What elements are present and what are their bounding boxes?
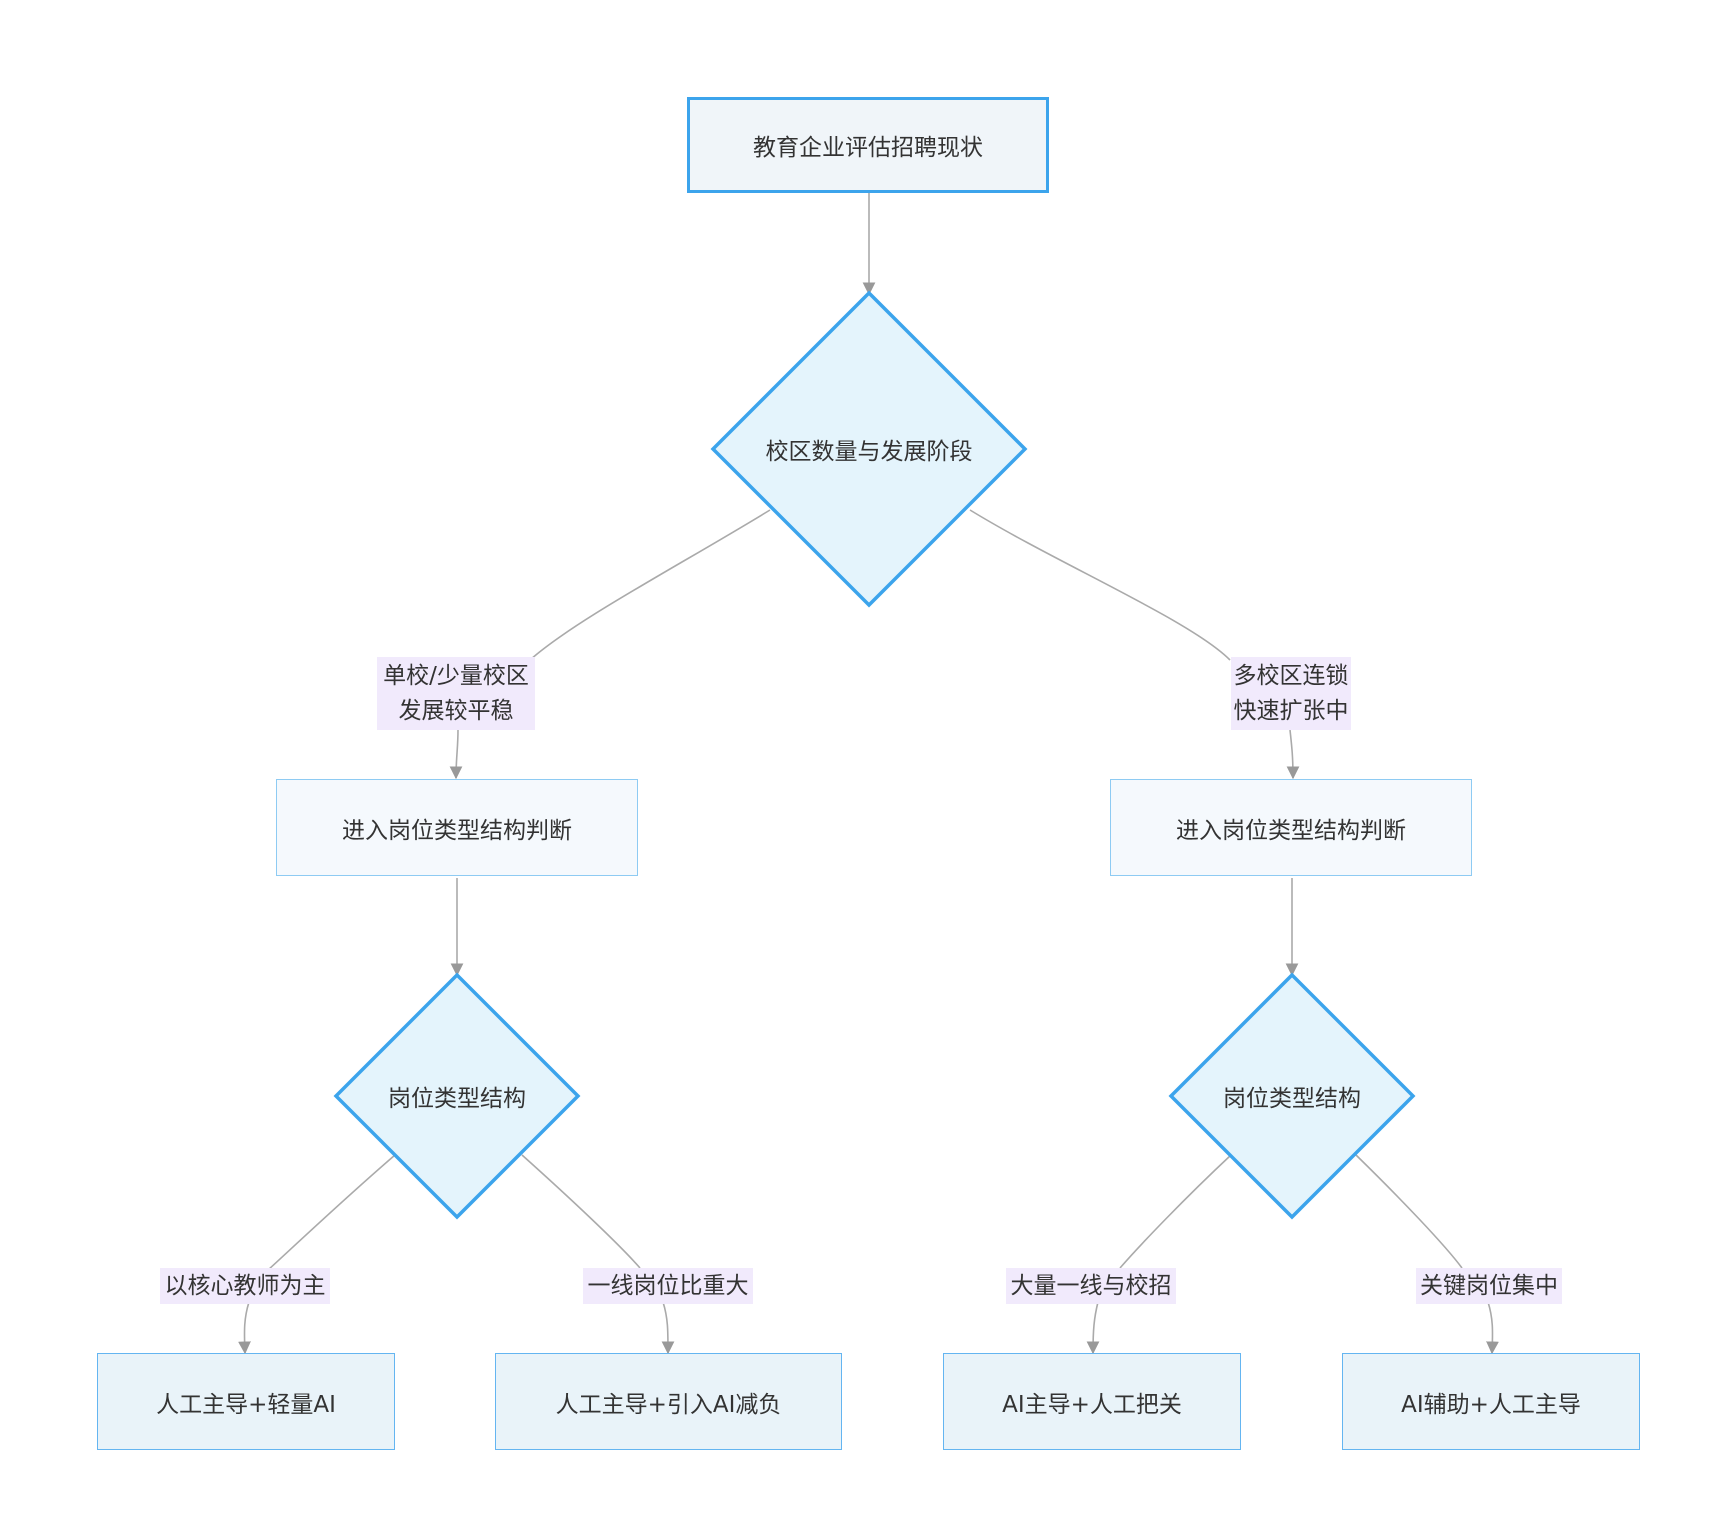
- edge-label-left-b-text: 一线岗位比重大: [587, 1272, 749, 1299]
- leaf-node-1-label: 人工主导+轻量AI: [156, 1391, 336, 1418]
- decision-diamond-left[interactable]: [333, 972, 581, 1220]
- edge-label-left-a-text: 以核心教师为主: [164, 1272, 326, 1299]
- decision-diamond-campus[interactable]: [710, 290, 1028, 608]
- edge-right-decision-to-label-a: [1119, 1154, 1232, 1269]
- edge-label-campus-left-line-1: 单校/少量校区: [383, 662, 529, 689]
- edge-left-decision-to-label-b: [521, 1154, 641, 1269]
- edge-label-to-leaf-4: [1486, 1301, 1499, 1355]
- right-decision-label: 岗位类型结构: [1171, 1076, 1413, 1116]
- leaf-node-4[interactable]: AI辅助+人工主导: [1342, 1353, 1640, 1450]
- edge-label-right-b-text: 关键岗位集中: [1420, 1272, 1558, 1299]
- edge-label-to-leaf-2: [661, 1301, 675, 1355]
- decision-campus-text: 校区数量与发展阶段: [765, 439, 973, 465]
- left-decision-label: 岗位类型结构: [336, 1076, 578, 1116]
- edge-label-right-b: 关键岗位集中: [1416, 1268, 1562, 1304]
- right-decision-text: 岗位类型结构: [1223, 1086, 1361, 1112]
- edge-label-campus-right: 多校区连锁 快速扩张中: [1231, 657, 1351, 730]
- decision-campus-label: 校区数量与发展阶段: [713, 429, 1025, 469]
- edge-label-right-a: 大量一线与校招: [1006, 1268, 1176, 1304]
- decision-diamond-right[interactable]: [1168, 972, 1416, 1220]
- edge-campus-to-right-label: [969, 509, 1231, 661]
- edge-right-decision-to-label-b: [1355, 1154, 1463, 1269]
- edge-left-decision-to-label-a: [267, 1154, 396, 1271]
- leaf-node-3[interactable]: AI主导+人工把关: [943, 1353, 1241, 1450]
- edge-label-to-leaf-3: [1086, 1301, 1100, 1355]
- leaf-node-4-label: AI辅助+人工主导: [1401, 1391, 1581, 1418]
- start-node[interactable]: 教育企业评估招聘现状: [687, 97, 1049, 193]
- edge-left-label-to-left-process: [449, 729, 463, 780]
- edge-campus-to-left-label: [529, 509, 771, 661]
- edge-label-campus-left: 单校/少量校区 发展较平稳: [377, 657, 535, 730]
- edge-right-label-to-right-process: [1286, 729, 1300, 780]
- edge-label-campus-right-line-2: 快速扩张中: [1233, 697, 1349, 724]
- leaf-node-2[interactable]: 人工主导+引入AI减负: [495, 1353, 842, 1450]
- edge-label-left-a: 以核心教师为主: [160, 1268, 330, 1304]
- start-node-label: 教育企业评估招聘现状: [753, 135, 983, 161]
- leaf-node-3-label: AI主导+人工把关: [1002, 1391, 1182, 1418]
- leaf-node-2-label: 人工主导+引入AI减负: [555, 1391, 782, 1418]
- left-process-node[interactable]: 进入岗位类型结构判断: [276, 779, 638, 876]
- edge-label-campus-right-line-1: 多校区连锁: [1233, 662, 1349, 689]
- leaf-node-1[interactable]: 人工主导+轻量AI: [97, 1353, 395, 1450]
- left-process-label: 进入岗位类型结构判断: [342, 817, 572, 844]
- right-process-node[interactable]: 进入岗位类型结构判断: [1110, 779, 1472, 876]
- edge-label-right-a-text: 大量一线与校招: [1010, 1272, 1172, 1299]
- edge-label-campus-left-line-2: 发展较平稳: [398, 697, 514, 724]
- edge-label-left-b: 一线岗位比重大: [583, 1268, 753, 1304]
- left-decision-text: 岗位类型结构: [388, 1086, 526, 1112]
- right-process-label: 进入岗位类型结构判断: [1176, 817, 1406, 844]
- edge-label-to-leaf-1: [238, 1301, 251, 1355]
